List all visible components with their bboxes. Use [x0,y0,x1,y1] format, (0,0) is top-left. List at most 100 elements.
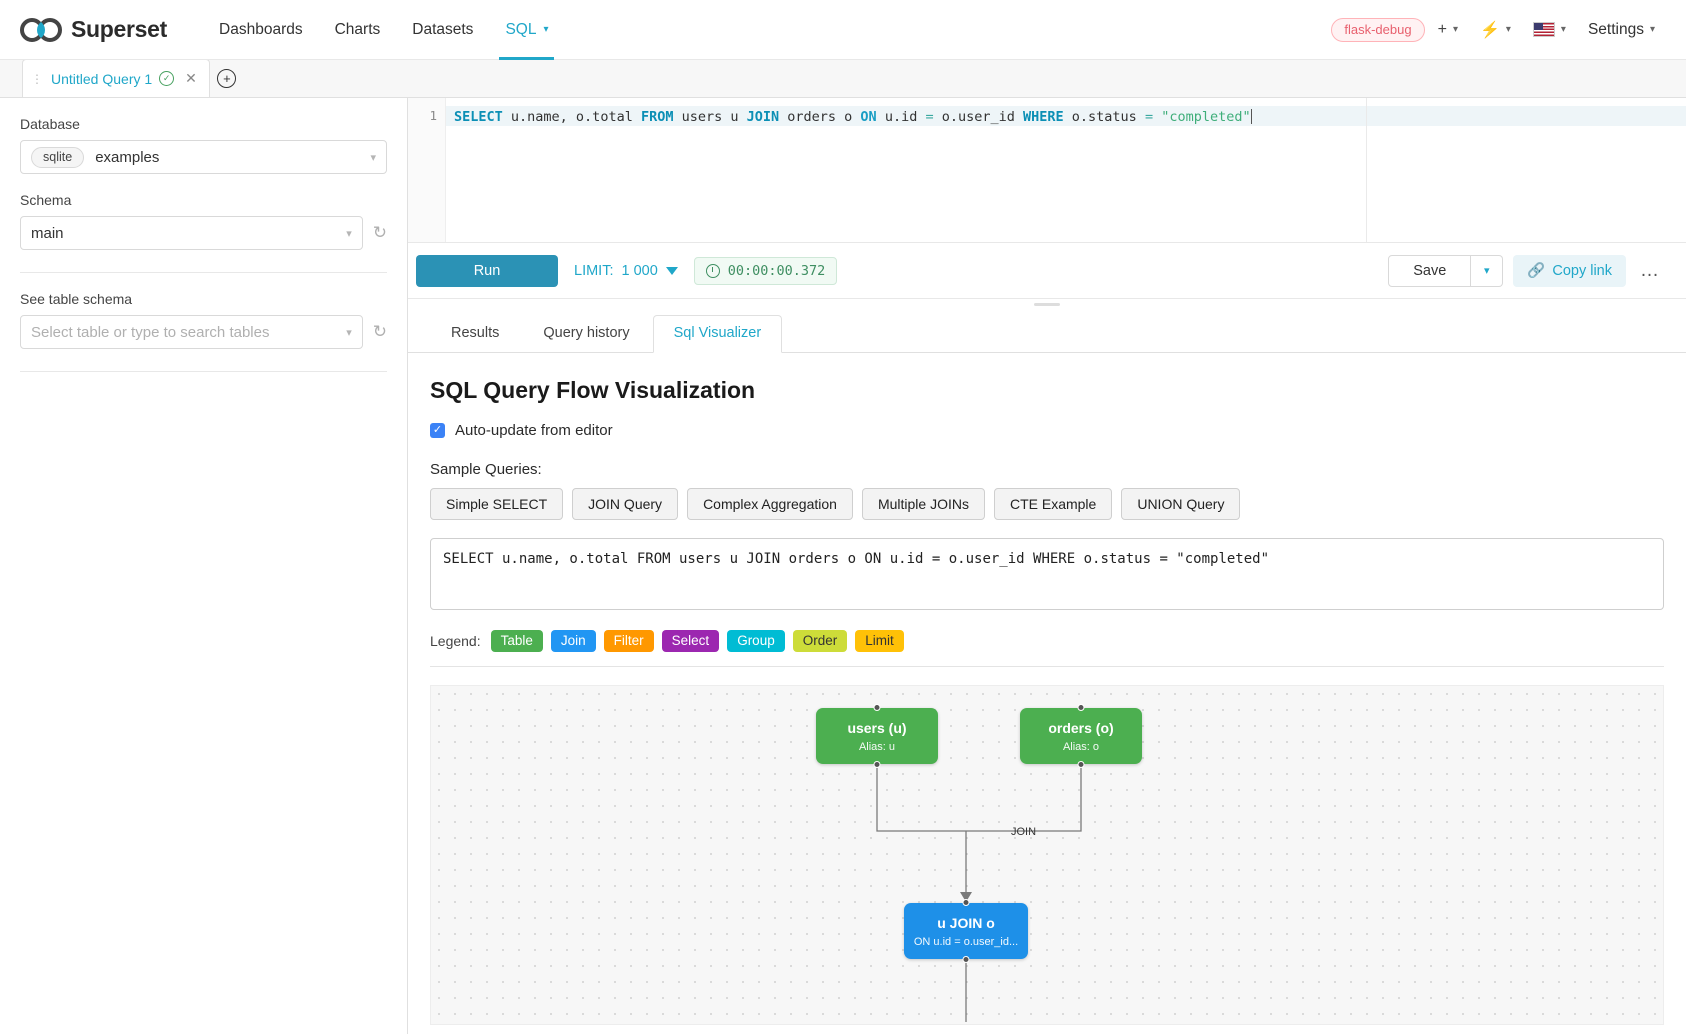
close-icon[interactable]: ✕ [185,70,197,86]
nav-label: Datasets [412,20,474,38]
flow-diagram-canvas[interactable]: JOIN users (u)Alias: u orders (o)Alias: o… [430,685,1664,1025]
svg-text:JOIN: JOIN [1011,826,1036,838]
panel-drag-handle[interactable] [1034,302,1060,306]
chevron-down-icon: ▾ [1560,24,1566,35]
database-value: examples [95,148,160,166]
copy-link-button[interactable]: 🔗 Copy link [1513,254,1626,287]
save-dropdown-button[interactable]: ▾ [1471,254,1504,287]
sample-queries-label: Sample Queries: [430,461,542,478]
nav-right-group: flask-debug + ▾ ⚡ ▾ ▾ Settings ▾ [1331,14,1664,46]
node-title: orders (o) [1048,719,1114,736]
schema-row: main ▾ ↻ [20,216,387,250]
refresh-tables-icon[interactable]: ↻ [372,322,387,341]
chevron-down-icon: ▾ [543,24,549,35]
node-port-bottom[interactable] [1077,761,1085,768]
sample-query-button-5[interactable]: UNION Query [1121,488,1241,520]
nav-item-sql[interactable]: SQL ▾ [489,0,564,60]
sql-token: u.id [876,109,926,125]
sample-query-button-2[interactable]: Complex Aggregation [687,488,853,520]
flow-node-orders[interactable]: orders (o)Alias: o [1020,704,1142,768]
run-button[interactable]: Run [416,254,558,287]
chevron-down-icon: ▾ [1452,24,1458,35]
active-line-highlight [446,106,1686,126]
sql-token: o.user_id [933,109,1024,125]
sql-token: orders o [779,109,861,125]
chevron-down-icon: ▾ [1484,265,1490,277]
sql-code-line: SELECT u.name, o.total FROM users u JOIN… [454,108,1686,126]
language-selector[interactable]: ▾ [1524,16,1575,43]
query-tab-bar: ⋮ Untitled Query 1 ✓ ✕ + [0,59,1686,98]
node-subtitle: Alias: u [858,740,896,753]
drag-handle-icon[interactable]: ⋮ [31,71,44,86]
chevron-down-icon: ▾ [370,151,376,164]
sample-query-button-1[interactable]: JOIN Query [572,488,679,520]
table-select[interactable]: Select table or type to search tables ▾ [20,315,363,349]
sql-token: u.name, o.total [502,109,641,125]
sql-token: JOIN [746,109,780,125]
lightning-menu-button[interactable]: ⚡ ▾ [1471,14,1520,46]
tab-query-history[interactable]: Query history [543,325,630,341]
sql-input-textarea[interactable] [430,538,1664,610]
sql-token: "completed" [1161,109,1251,125]
text-cursor [1250,109,1252,124]
legend-chip-join: Join [550,630,596,652]
nav-item-datasets[interactable]: Datasets [396,0,489,60]
auto-update-checkbox[interactable]: ✓ [430,423,445,438]
left-query-panel: Database sqlite examples ▾ Schema main ▾… [0,98,408,1034]
save-button[interactable]: Save [1388,254,1472,287]
sql-token [1153,109,1161,125]
editor-column-guide [1366,98,1367,242]
editor-code-area[interactable]: SELECT u.name, o.total FROM users u JOIN… [446,98,1686,242]
table-placeholder: Select table or type to search tables [31,323,270,341]
more-options-button[interactable]: … [1640,259,1660,281]
node-port-bottom[interactable] [962,956,970,963]
toolbar-right-group: Save ▾ 🔗 Copy link … [1388,254,1664,287]
refresh-schema-icon[interactable]: ↻ [372,223,387,242]
sql-token: o.status [1063,109,1145,125]
tab-sql-visualizer[interactable]: Sql Visualizer [652,315,783,353]
chevron-down-icon: ▾ [1505,24,1511,35]
sample-query-button-3[interactable]: Multiple JOINs [861,488,985,520]
sql-editor[interactable]: 1 SELECT u.name, o.total FROM users u JO… [408,98,1686,243]
nav-item-dashboards[interactable]: Dashboards [203,0,319,60]
schema-value: main [31,224,64,242]
node-port-top[interactable] [962,899,970,906]
add-new-button[interactable]: + ▾ [1429,15,1467,45]
check-circle-icon: ✓ [159,71,175,86]
settings-menu[interactable]: Settings ▾ [1579,15,1664,45]
nav-item-charts[interactable]: Charts [319,0,397,60]
schema-select[interactable]: main ▾ [20,216,363,250]
sample-query-button-0[interactable]: Simple SELECT [430,488,564,520]
editor-toolbar: Run LIMIT: 1 000 00:00:00.372 Save ▾ 🔗 [408,243,1686,299]
result-tabs: Results Query history Sql Visualizer [408,309,1686,353]
query-timer: 00:00:00.372 [693,256,838,285]
panel-resize-row[interactable] [408,299,1686,309]
sql-token: FROM [640,109,674,125]
tab-results[interactable]: Results [451,325,500,341]
superset-logo-icon [20,17,62,42]
nav-label: SQL [505,20,537,38]
node-port-bottom[interactable] [873,761,881,768]
auto-update-row[interactable]: ✓ Auto-update from editor [430,422,1664,439]
top-navigation-bar: Superset Dashboards Charts Datasets SQL … [0,0,1686,60]
limit-dropdown[interactable]: LIMIT: 1 000 [574,263,678,279]
legend-chip-order: Order [792,630,848,652]
chevron-down-icon [665,266,678,275]
editor-gutter: 1 [408,98,446,242]
us-flag-icon [1532,22,1555,37]
query-tab-untitled-query-1[interactable]: ⋮ Untitled Query 1 ✓ ✕ [22,59,210,97]
database-select[interactable]: sqlite examples ▾ [20,140,387,174]
schema-label: Schema [20,192,72,208]
link-icon: 🔗 [1527,263,1546,279]
flask-debug-badge[interactable]: flask-debug [1331,17,1425,42]
flow-node-users[interactable]: users (u)Alias: u [816,704,938,768]
table-row: Select table or type to search tables ▾ … [20,315,387,349]
brand-logo-group[interactable]: Superset [20,16,167,43]
node-port-top[interactable] [1077,704,1085,711]
add-query-tab-button[interactable]: + [210,59,244,97]
node-port-top[interactable] [873,704,881,711]
sample-query-button-4[interactable]: CTE Example [993,488,1113,520]
nav-label: Dashboards [219,20,303,38]
